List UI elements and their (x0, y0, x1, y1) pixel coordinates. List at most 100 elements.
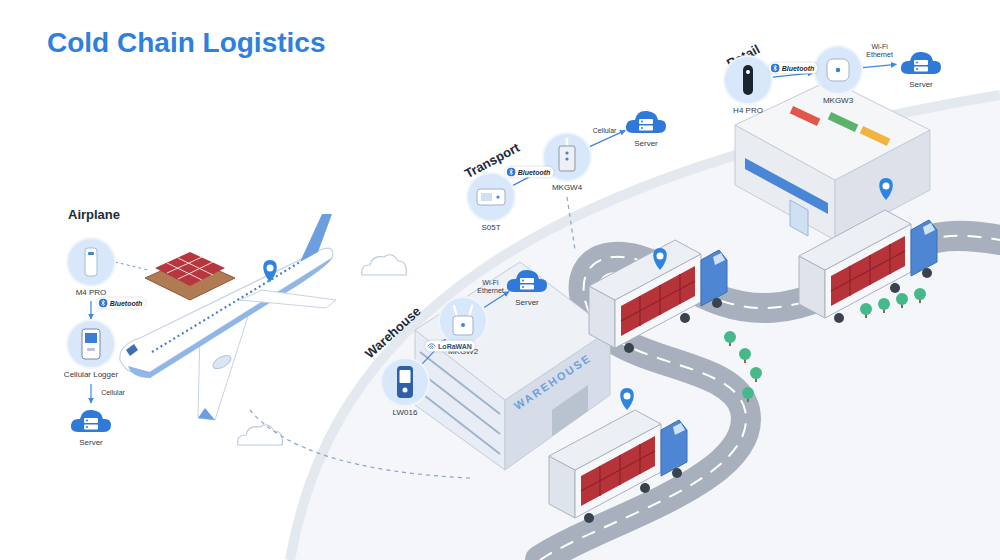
server-led (522, 286, 524, 288)
bluetooth-rune (510, 169, 513, 174)
device-button (403, 388, 408, 393)
node-label: Server (79, 438, 103, 447)
node-label: Server (634, 139, 658, 148)
route-line (567, 197, 575, 250)
store-shelf (790, 106, 821, 126)
protocol-badge: Bluetooth (97, 298, 146, 309)
server-unit (84, 425, 98, 430)
store-shelf (860, 126, 891, 146)
link-label: Wi-Fi Ethernet (477, 279, 503, 295)
server-led (522, 280, 524, 282)
sky-cloud (238, 425, 283, 445)
location-pin (263, 260, 277, 282)
node-label: H4 PRO (733, 106, 763, 115)
status-led (565, 157, 568, 160)
tree (914, 288, 926, 303)
device-icon (815, 47, 861, 93)
link-label: Cellular (593, 126, 617, 133)
warehouse-roof (415, 262, 610, 400)
tree (750, 367, 762, 382)
device-body (82, 329, 100, 359)
icon-disc (507, 168, 516, 177)
device-body (453, 316, 473, 335)
cloud-icon (68, 405, 114, 435)
tree (896, 293, 908, 308)
road (540, 236, 1000, 560)
leader-line (115, 262, 148, 270)
cargo-boxes (155, 252, 225, 286)
device-body (559, 146, 575, 171)
plane-windows (152, 262, 300, 352)
device-button (87, 348, 95, 351)
device-circle: MKGW2 (440, 298, 486, 344)
bluetooth-icon (507, 168, 516, 177)
truck (799, 210, 937, 323)
server-led (916, 68, 918, 70)
node-label: Server (909, 80, 933, 89)
device-button (746, 70, 750, 74)
protocol-label: Bluetooth (782, 65, 815, 72)
node-label: MKGW3 (823, 96, 853, 105)
store-door (790, 200, 808, 236)
icon-disc (99, 299, 108, 308)
cloud-body (626, 111, 666, 133)
section-label: Airplane (68, 207, 120, 222)
status-led (496, 195, 499, 198)
server-unit (84, 418, 98, 423)
cloud-body (71, 410, 111, 432)
plane-wing (240, 290, 336, 308)
status-led (461, 323, 465, 327)
node-label: S05T (481, 223, 500, 232)
server-led (641, 121, 643, 123)
device-screen (400, 370, 411, 383)
truck (589, 240, 727, 353)
protocol-badge: Bluetooth (505, 167, 554, 178)
connector-arrow (90, 301, 91, 319)
ground (290, 95, 1000, 560)
tree (742, 387, 754, 402)
node-label: MKGW4 (552, 183, 582, 192)
store-shelf (828, 112, 859, 132)
server-led (641, 127, 643, 129)
tree (860, 303, 872, 318)
tree (878, 298, 890, 313)
sky-cloud (362, 255, 407, 275)
lora-icon (427, 341, 436, 350)
protocol-badge: LoRaWAN (425, 340, 475, 351)
device-circle: Cellular Logger (68, 321, 114, 367)
box-grid (167, 257, 213, 280)
device-circle: M4 PRO (68, 239, 114, 285)
link-label: Wi-Fi Ethernet (866, 43, 892, 59)
device-icon (468, 174, 514, 220)
device-body (397, 366, 413, 398)
wing-tip (198, 408, 215, 420)
server-cloud: Server (68, 405, 114, 435)
plane-belly (128, 258, 332, 378)
bluetooth-rune (102, 300, 105, 305)
device-circle: LW016 (382, 359, 428, 405)
server-unit (914, 60, 928, 65)
server-unit (914, 67, 928, 72)
truck (549, 410, 687, 523)
device-strip (88, 252, 94, 255)
server-unit (639, 119, 653, 124)
server-unit (639, 126, 653, 131)
device-body (827, 59, 849, 81)
node-label: M4 PRO (76, 288, 107, 297)
device-body (477, 189, 505, 205)
plane-tail (300, 214, 332, 262)
protocol-label: LoRaWAN (438, 342, 472, 349)
connector-arrow (863, 64, 896, 67)
server-led (916, 62, 918, 64)
device-icon (68, 321, 114, 367)
cloud-body (507, 270, 547, 292)
device-icon (382, 359, 428, 405)
status-led (836, 68, 840, 72)
device-body (743, 65, 753, 95)
device-body (85, 248, 97, 276)
diagram-title: Cold Chain Logistics (47, 27, 325, 59)
server-cloud: Server (623, 106, 669, 136)
device-screen (85, 333, 97, 343)
protocol-badge: Bluetooth (769, 63, 818, 74)
